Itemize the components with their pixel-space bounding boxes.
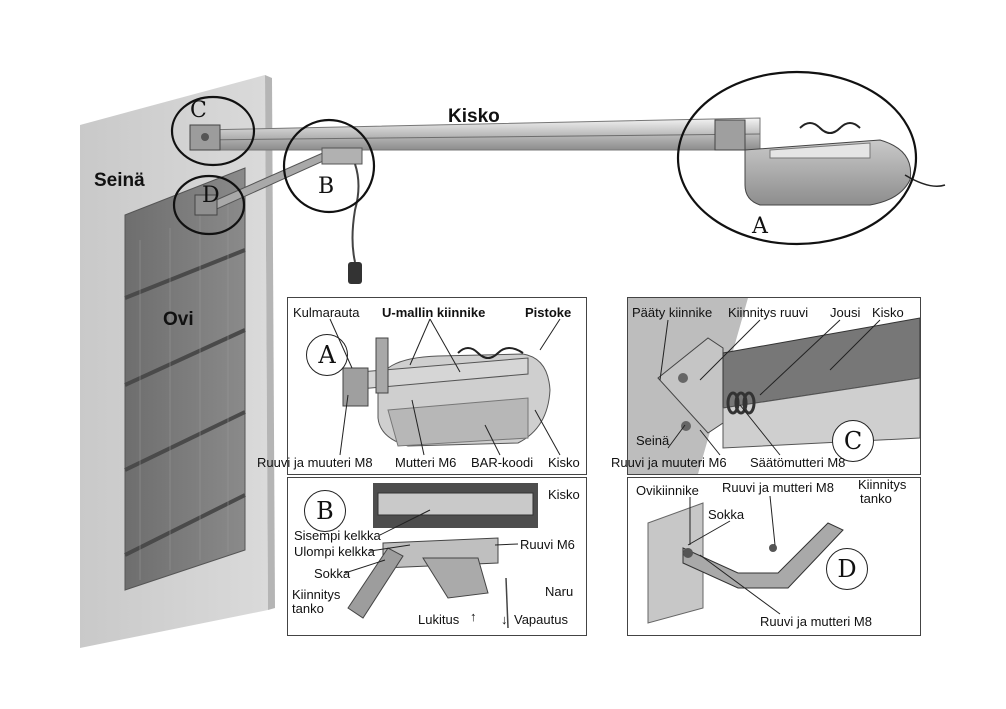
circle-a	[676, 70, 918, 246]
label-u-bracket: U-mallin kiinnike	[382, 305, 486, 320]
door-label: Ovi	[163, 309, 194, 330]
label-pin-b: Sokka	[314, 566, 351, 581]
detail-panel-b: B	[287, 477, 587, 636]
wall-label: Seinä	[94, 170, 145, 191]
label-barcode: BAR-koodi	[471, 455, 534, 470]
label-lock: Lukitus	[418, 612, 460, 627]
label-mount-rod-b: Kiinnitys tanko	[292, 588, 340, 616]
label-angle-iron: Kulmarauta	[293, 305, 360, 320]
label-rail-b: Kisko	[548, 487, 580, 502]
label-mount-rod-b-line2: tanko	[292, 601, 324, 616]
label-door-bracket: Ovikiinnike	[636, 483, 699, 498]
down-arrow-icon: ↓	[501, 612, 508, 627]
end-bracket	[189, 124, 221, 151]
label-pin-d: Sokka	[708, 507, 745, 522]
panel-c-badge: C	[832, 420, 874, 462]
circle-letter-d: D	[202, 183, 220, 208]
label-nut-m6: Mutteri M6	[395, 455, 457, 470]
label-mount-rod-b-line1: Kiinnitys	[292, 587, 341, 602]
rail-label: Kisko	[448, 106, 500, 127]
panel-d-badge: D	[826, 548, 868, 590]
label-adjust-nut: Säätömutteri M8	[750, 455, 846, 470]
label-plug: Pistoke	[525, 305, 572, 320]
panel-b-badge: B	[304, 490, 346, 532]
label-bolt-m6-c: Ruuvi ja muuteri M6	[611, 455, 727, 470]
panel-b-illustration	[347, 483, 538, 629]
label-mount-screw: Kiinnitys ruuvi	[728, 305, 809, 320]
circle-b	[282, 118, 376, 214]
carriage	[321, 147, 363, 284]
circle-letter-c: C	[190, 98, 207, 123]
circle-letter-b: B	[318, 174, 335, 199]
motor-unit	[714, 119, 946, 206]
label-outer-carriage: Ulompi kelkka	[294, 544, 375, 559]
label-rope: Naru	[545, 584, 574, 599]
panel-c-illustration	[628, 298, 920, 474]
circle-c	[170, 95, 256, 167]
label-bolt-m8-top: Ruuvi ja mutteri M8	[722, 480, 834, 495]
circle-letter-a: A	[752, 214, 768, 239]
label-release: Vapautus	[514, 612, 568, 627]
label-spring: Jousi	[830, 305, 861, 320]
detail-panel-a: A	[287, 297, 587, 475]
up-arrow-icon: ↑	[470, 609, 477, 624]
label-bolt-m8-bottom: Ruuvi ja mutteri M8	[760, 614, 872, 629]
label-wall-c: Seinä	[636, 433, 670, 448]
label-bolt-m8: Ruuvi ja muuteri M8	[257, 455, 373, 470]
label-mount-rod-d-line2: tanko	[860, 491, 892, 506]
garage-door	[124, 167, 246, 591]
panel-a-badge: A	[306, 334, 348, 376]
label-rail-a: Kisko	[548, 455, 580, 470]
detail-panel-c: C	[627, 297, 921, 475]
circle-d	[172, 174, 246, 236]
label-inner-carriage: Sisempi kelkka	[294, 528, 381, 543]
label-end-bracket: Pääty kiinnike	[632, 305, 713, 320]
label-rail-c: Kisko	[872, 305, 904, 320]
label-mount-rod-d: Kiinnitys tanko	[858, 478, 906, 506]
label-mount-rod-d-line1: Kiinnitys	[858, 477, 907, 492]
panel-a-illustration	[342, 337, 551, 447]
label-bolt-m6-b: Ruuvi M6	[520, 537, 575, 552]
